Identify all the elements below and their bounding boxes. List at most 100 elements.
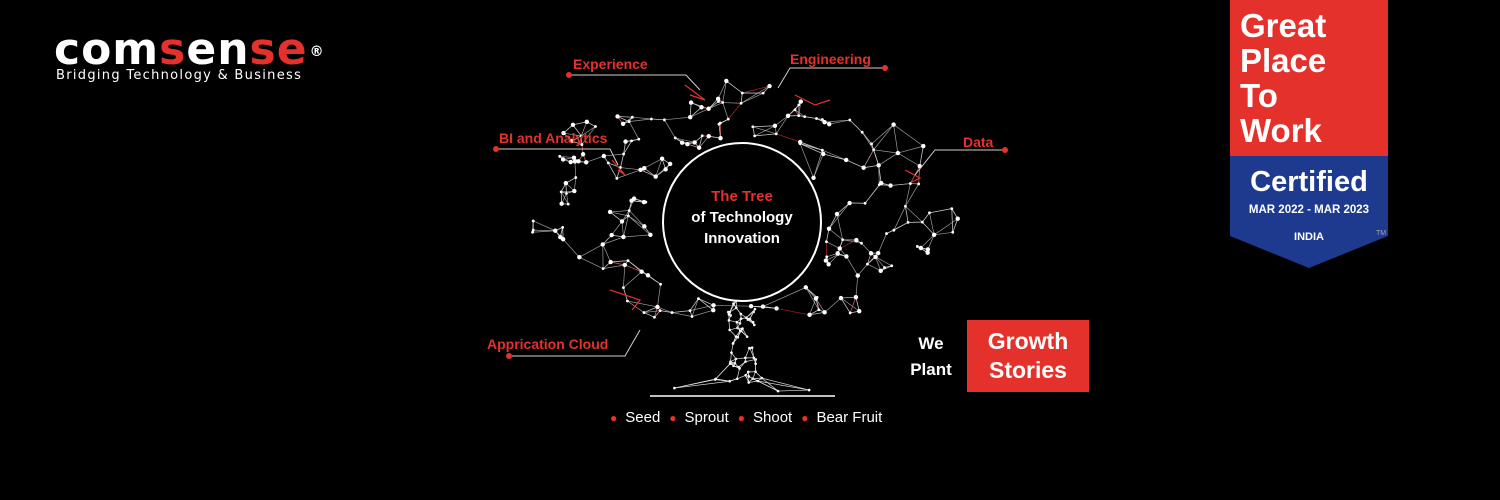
- mesh-node: [697, 297, 700, 300]
- mesh-line: [610, 210, 630, 213]
- mesh-node: [841, 238, 845, 242]
- mesh-line: [624, 264, 642, 272]
- company-logo[interactable]: comsense® Bridging Technology & Business: [54, 28, 324, 84]
- mesh-node: [825, 255, 829, 259]
- mesh-node: [908, 182, 912, 185]
- mesh-node: [876, 163, 881, 168]
- center-circle: [662, 142, 822, 302]
- mesh-node: [931, 232, 937, 238]
- trunk-node: [741, 327, 744, 330]
- mesh-line: [689, 298, 699, 311]
- mesh-line: [849, 297, 857, 314]
- mesh-line: [867, 263, 881, 272]
- mesh-node: [717, 100, 720, 103]
- mesh-node: [629, 198, 634, 203]
- mesh-node: [553, 228, 558, 233]
- mesh-line: [855, 275, 859, 298]
- mesh-line: [775, 115, 789, 135]
- mesh-node: [626, 214, 630, 218]
- mesh-node: [815, 117, 818, 120]
- mesh-line: [617, 116, 633, 118]
- mesh-line: [840, 296, 856, 299]
- mesh-node: [531, 230, 534, 234]
- mesh-line: [718, 124, 721, 139]
- mesh-node: [667, 161, 673, 167]
- leader-dot: [506, 353, 512, 359]
- trunk-node: [732, 302, 735, 306]
- mesh-node: [753, 134, 757, 138]
- mesh-node: [826, 226, 832, 231]
- red-accent-line: [684, 84, 706, 101]
- mesh-line: [690, 108, 709, 118]
- mesh-node: [717, 122, 721, 126]
- tree-red-accent-lines: [609, 84, 922, 311]
- mesh-node: [798, 142, 802, 146]
- mesh-node: [917, 182, 921, 186]
- mesh-node: [870, 142, 873, 146]
- trunk-line: [745, 359, 756, 362]
- mesh-node: [834, 211, 840, 217]
- trunk-node: [753, 307, 757, 311]
- mesh-line: [609, 211, 629, 217]
- mesh-node: [915, 245, 919, 248]
- mesh-node: [679, 140, 685, 145]
- mesh-line: [610, 260, 629, 263]
- mesh-node: [854, 237, 859, 243]
- mesh-node: [873, 254, 878, 260]
- mesh-line: [890, 183, 911, 186]
- mesh-node: [797, 114, 801, 118]
- mesh-line: [627, 300, 645, 313]
- mesh-node: [600, 242, 605, 247]
- mesh-line: [623, 140, 632, 155]
- label-leader-lines: [493, 65, 1008, 359]
- badge-country: INDIA: [1294, 231, 1324, 243]
- mesh-node: [642, 165, 647, 171]
- mesh-line: [920, 234, 935, 249]
- mesh-line: [799, 143, 814, 178]
- mesh-line: [952, 218, 959, 233]
- mesh-line: [628, 215, 645, 227]
- trunk-line: [730, 352, 732, 362]
- trunk-node: [673, 386, 676, 390]
- mesh-node: [721, 101, 725, 104]
- mesh-line: [893, 124, 924, 147]
- trunk-line: [736, 368, 740, 379]
- mesh-node: [895, 150, 901, 156]
- mesh-line: [609, 211, 623, 222]
- mesh-node: [673, 136, 677, 140]
- trunk-node: [727, 313, 731, 316]
- mesh-line: [875, 256, 882, 271]
- mesh-node: [793, 108, 797, 112]
- mesh-node: [639, 269, 644, 274]
- red-accent-line: [609, 289, 642, 311]
- tree-mesh-nodes: [531, 78, 960, 319]
- mesh-line: [641, 271, 661, 285]
- mesh-line: [824, 119, 850, 123]
- mesh-line: [929, 212, 935, 235]
- mesh-line: [799, 143, 824, 155]
- great-place-to-work-badge[interactable]: Great Place To Work® Certified MAR 2022 …: [1230, 0, 1388, 268]
- mesh-node: [820, 148, 824, 152]
- red-accent-line: [611, 159, 626, 176]
- mesh-line: [897, 152, 920, 167]
- mesh-node: [857, 308, 862, 314]
- mesh-node: [767, 83, 772, 89]
- mesh-node: [925, 247, 931, 252]
- trunk-line: [728, 320, 730, 330]
- mesh-line: [616, 169, 641, 179]
- mesh-line: [893, 124, 899, 154]
- mesh-line: [776, 308, 810, 316]
- trunk-node: [731, 341, 735, 345]
- trunk-node: [807, 388, 811, 392]
- trunk-node: [754, 362, 757, 366]
- mesh-line: [826, 228, 830, 242]
- mesh-line: [722, 102, 742, 104]
- mesh-node: [645, 273, 651, 278]
- mesh-node: [699, 105, 704, 110]
- mesh-line: [849, 119, 863, 133]
- mesh-line: [533, 220, 556, 232]
- mesh-node: [659, 282, 662, 286]
- mesh-node: [918, 245, 924, 251]
- trunk-line: [715, 363, 731, 380]
- mesh-line: [573, 177, 577, 192]
